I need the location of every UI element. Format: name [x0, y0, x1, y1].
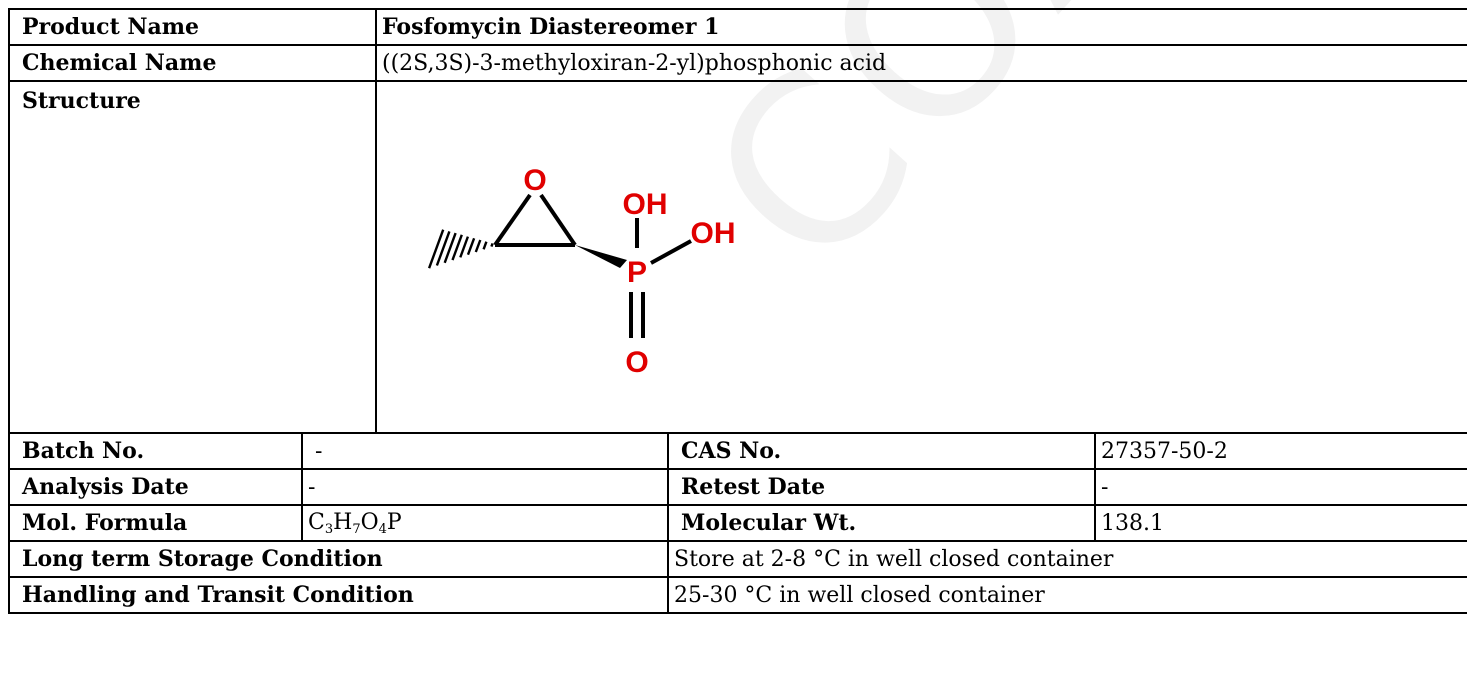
chemical-name-label: Chemical Name: [7, 44, 378, 82]
atom-phosphorus: P: [627, 256, 647, 289]
row-structure: Structure: [7, 80, 1467, 434]
atom-hydroxyl-upper: OH: [623, 188, 668, 221]
row-storage: Long term Storage Condition Store at 2-8…: [7, 540, 1467, 578]
row-batch-cas: Batch No. - CAS No. 27357-50-2: [8, 432, 1467, 470]
coa-table: Product Name Fosfomycin Diastereomer 1 C…: [7, 8, 1467, 614]
cas-label: CAS No.: [667, 432, 1097, 470]
batch-label: Batch No.: [8, 432, 303, 470]
formula-value: C3H7O4P: [300, 504, 670, 542]
bond-o-c3: [493, 193, 532, 247]
hashed-wedge-methyl: [427, 229, 494, 269]
molecule-structure-image: O OH OH P O: [427, 164, 736, 379]
row-dates: Analysis Date - Retest Date -: [8, 468, 1467, 506]
bond-p-oh-right: [650, 239, 692, 265]
chemical-name-value: ((2S,3S)-3-methyloxiran-2-yl)phosphonic …: [375, 44, 1467, 82]
analysis-date-value: -: [300, 468, 670, 506]
handling-value: 25-30 °C in well closed container: [667, 576, 1467, 614]
retest-date-value: -: [1094, 468, 1467, 506]
structure-cell: O OH OH P O: [375, 80, 1467, 434]
row-handling: Handling and Transit Condition 25-30 °C …: [7, 576, 1467, 614]
row-chemical-name: Chemical Name ((2S,3S)-3-methyloxiran-2-…: [7, 44, 1467, 82]
storage-value: Store at 2-8 °C in well closed container: [667, 540, 1467, 578]
solid-wedge-phosphorus: [575, 245, 628, 268]
atom-epoxide-oxygen: O: [523, 164, 546, 197]
structure-label: Structure: [7, 80, 378, 434]
handling-label: Handling and Transit Condition: [7, 576, 670, 614]
formula-label: Mol. Formula: [8, 504, 303, 542]
analysis-date-label: Analysis Date: [8, 468, 303, 506]
product-name-label: Product Name: [7, 8, 378, 46]
retest-date-label: Retest Date: [667, 468, 1097, 506]
batch-value: -: [300, 432, 670, 470]
atom-oxo-oxygen: O: [625, 346, 648, 379]
atom-hydroxyl-right: OH: [691, 217, 736, 250]
bond-o-c2: [539, 193, 577, 247]
cas-value: 27357-50-2: [1094, 432, 1467, 470]
mol-wt-label: Molecular Wt.: [667, 504, 1097, 542]
row-formula-weight: Mol. Formula C3H7O4P Molecular Wt. 138.1: [8, 504, 1467, 542]
mol-wt-value: 138.1: [1094, 504, 1467, 542]
product-name-value: Fosfomycin Diastereomer 1: [375, 8, 1467, 46]
row-product-name: Product Name Fosfomycin Diastereomer 1: [7, 8, 1467, 46]
storage-label: Long term Storage Condition: [7, 540, 670, 578]
